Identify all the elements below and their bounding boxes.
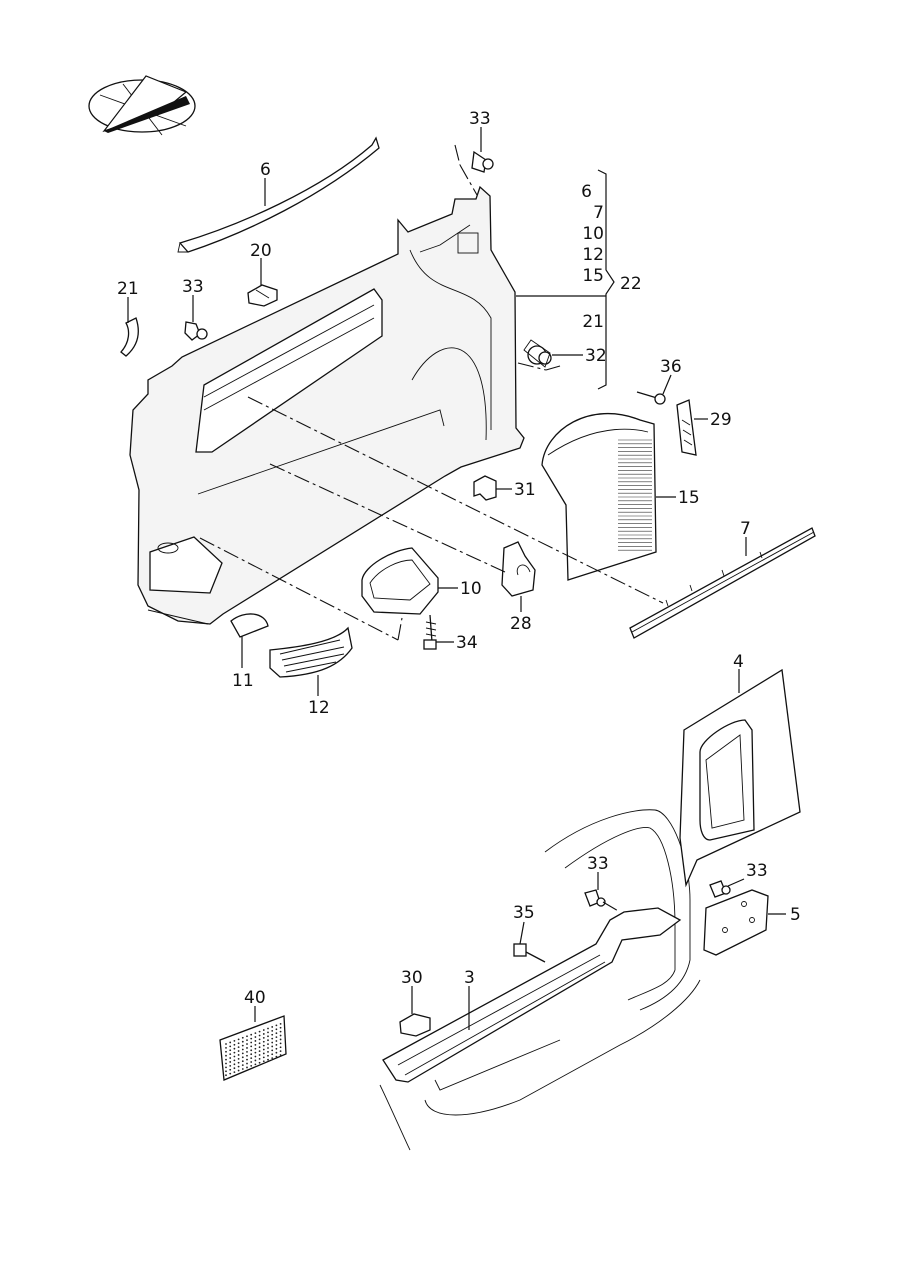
callout-5: 5 bbox=[790, 905, 801, 925]
storage-tray-10 bbox=[361, 547, 439, 615]
clip-30 bbox=[399, 1013, 431, 1037]
callout-31: 31 bbox=[514, 480, 536, 500]
vehicle-body-outline bbox=[379, 809, 701, 1151]
expanding-rivet-33-lower-left bbox=[584, 889, 621, 913]
trim-strip-6 bbox=[177, 136, 380, 253]
callout-3: 3 bbox=[464, 968, 475, 988]
callout-10: 10 bbox=[460, 579, 482, 599]
callout-4: 4 bbox=[733, 652, 744, 672]
retainer-32 bbox=[523, 339, 552, 368]
callout-6: 6 bbox=[260, 160, 271, 180]
group-label-22: 22 bbox=[620, 274, 642, 294]
trim-piece-21 bbox=[120, 317, 139, 357]
callout-34: 34 bbox=[456, 633, 478, 653]
label-plate-40 bbox=[219, 1015, 287, 1081]
callout-7: 7 bbox=[740, 519, 751, 539]
group-item-12: 12 bbox=[582, 245, 604, 265]
callout-40: 40 bbox=[244, 988, 266, 1008]
expanding-rivet-33 bbox=[184, 321, 208, 341]
screw-34 bbox=[423, 614, 437, 650]
group-item-6: 6 bbox=[581, 182, 592, 202]
assembly-lines-upper bbox=[199, 144, 664, 641]
expanding-rivet-33-top bbox=[471, 150, 494, 173]
callout-28: 28 bbox=[510, 614, 532, 634]
callout-33: 33 bbox=[182, 277, 204, 297]
sill-trim-3 bbox=[382, 907, 682, 1083]
side-panel-4 bbox=[679, 668, 801, 888]
callout-12: 12 bbox=[308, 698, 330, 718]
callout-32: 32 bbox=[585, 346, 607, 366]
callout-30: 30 bbox=[401, 968, 423, 988]
bolt-35 bbox=[513, 943, 546, 963]
screw-36 bbox=[636, 391, 666, 405]
bracket-28 bbox=[501, 541, 536, 597]
callout-36: 36 bbox=[660, 357, 682, 377]
callout-33-top: 33 bbox=[469, 109, 491, 129]
callout-21: 21 bbox=[117, 279, 139, 299]
bracket-29 bbox=[676, 399, 697, 456]
callout-35: 35 bbox=[513, 903, 535, 923]
callout-33-lower-left: 33 bbox=[587, 854, 609, 874]
cap-11 bbox=[230, 613, 269, 638]
group-item-21: 21 bbox=[582, 312, 604, 332]
leader-lines bbox=[127, 127, 786, 1030]
group-item-15: 15 bbox=[582, 266, 604, 286]
side-trim-panel bbox=[129, 185, 525, 625]
callout-20: 20 bbox=[250, 241, 272, 261]
callout-11: 11 bbox=[232, 671, 254, 691]
group-item-7: 7 bbox=[593, 203, 604, 223]
group-item-10: 10 bbox=[582, 224, 604, 244]
callout-29: 29 bbox=[710, 410, 732, 430]
orientation-compass-icon bbox=[88, 75, 196, 136]
bracket-5 bbox=[703, 889, 769, 956]
sill-strip-7 bbox=[629, 527, 816, 639]
clip-20 bbox=[247, 284, 278, 307]
group-brace bbox=[516, 169, 615, 390]
expanding-rivet-33-lower-right bbox=[709, 880, 731, 898]
callout-15: 15 bbox=[678, 488, 700, 508]
clip-31 bbox=[473, 475, 497, 501]
callout-33-lower-right: 33 bbox=[746, 861, 768, 881]
cover-panel-15 bbox=[541, 413, 657, 581]
grille-12 bbox=[269, 626, 353, 678]
